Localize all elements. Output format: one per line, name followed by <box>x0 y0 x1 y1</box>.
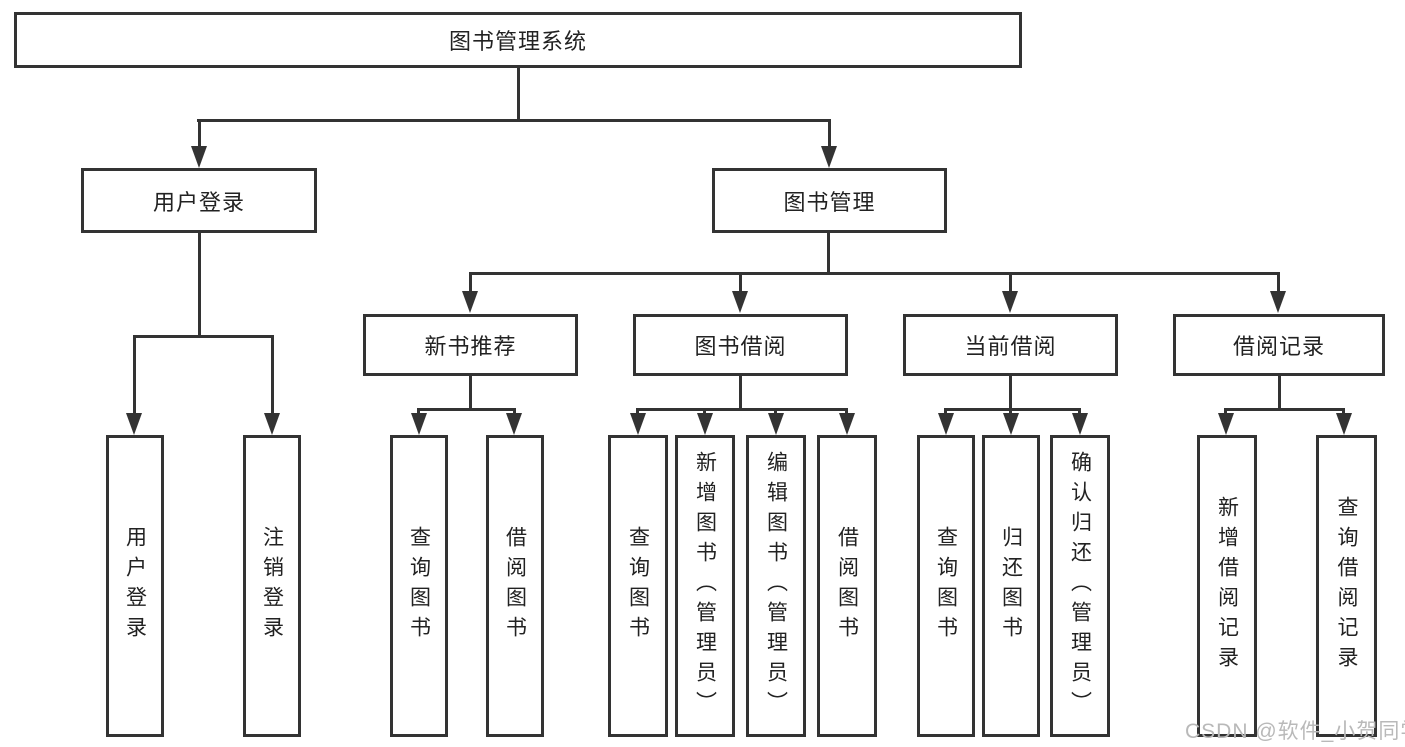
leaf-edit-books-admin: 编辑图书（管理员） <box>746 435 806 737</box>
arrow-down-icon <box>821 146 837 168</box>
connector-line <box>417 408 516 411</box>
arrow-down-icon <box>264 413 280 435</box>
connector-line <box>1224 408 1345 411</box>
connector-line <box>739 272 742 296</box>
connector-line <box>828 119 831 150</box>
connector-line <box>1278 376 1281 408</box>
arrow-down-icon <box>506 413 522 435</box>
arrow-down-icon <box>732 291 748 313</box>
arrow-down-icon <box>839 413 855 435</box>
leaf-query-books-current: 查询图书 <box>917 435 975 737</box>
leaf-confirm-return-admin-label: 确认归还（管理员） <box>1068 451 1092 721</box>
leaf-borrow-books-newbooks-label: 借阅图书 <box>503 526 527 646</box>
leaf-query-borrow-record-label: 查询借阅记录 <box>1335 496 1358 676</box>
connector-line <box>198 119 201 150</box>
connector-line <box>197 119 829 122</box>
arrow-down-icon <box>191 146 207 168</box>
arrow-down-icon <box>630 413 646 435</box>
connector-line <box>1009 272 1012 296</box>
connector-line <box>469 376 472 408</box>
connector-line <box>469 272 472 296</box>
node-user-login: 用户登录 <box>81 168 317 233</box>
watermark: CSDN @软件_小贺同学 <box>1185 720 1405 743</box>
connector-line <box>1009 376 1012 408</box>
connector-line <box>517 68 520 119</box>
node-root-label: 图书管理系统 <box>448 29 587 54</box>
arrow-down-icon <box>1002 291 1018 313</box>
leaf-query-books-borrowing: 查询图书 <box>608 435 668 737</box>
connector-line <box>133 335 274 338</box>
leaf-user-login: 用户登录 <box>106 435 164 737</box>
connector-line <box>198 233 201 335</box>
leaf-user-login-label: 用户登录 <box>123 526 147 646</box>
leaf-return-books-label: 归还图书 <box>999 526 1023 646</box>
leaf-query-books-newbooks: 查询图书 <box>390 435 448 737</box>
node-root: 图书管理系统 <box>14 12 1022 68</box>
node-new-books-label: 新书推荐 <box>424 334 517 359</box>
connector-line <box>636 408 848 411</box>
arrow-down-icon <box>938 413 954 435</box>
connector-line <box>271 335 274 417</box>
arrow-down-icon <box>126 413 142 435</box>
node-borrowing-records-label: 借阅记录 <box>1232 334 1325 359</box>
connector-line <box>944 408 1081 411</box>
connector-line <box>739 376 742 408</box>
node-current-borrowing-label: 当前借阅 <box>964 334 1057 359</box>
leaf-confirm-return-admin: 确认归还（管理员） <box>1050 435 1110 737</box>
node-book-management-label: 图书管理 <box>783 189 876 215</box>
leaf-query-borrow-record: 查询借阅记录 <box>1316 435 1377 737</box>
node-book-management: 图书管理 <box>712 168 947 233</box>
node-new-books: 新书推荐 <box>363 314 578 376</box>
leaf-borrow-books-borrowing: 借阅图书 <box>817 435 877 737</box>
leaf-add-books-admin-label: 新增图书（管理员） <box>693 451 717 721</box>
arrow-down-icon <box>697 413 713 435</box>
node-borrowing-records: 借阅记录 <box>1173 314 1385 376</box>
leaf-query-books-current-label: 查询图书 <box>934 526 958 646</box>
leaf-borrow-books-borrowing-label: 借阅图书 <box>835 526 859 646</box>
arrow-down-icon <box>1003 413 1019 435</box>
arrow-down-icon <box>462 291 478 313</box>
connector-line <box>1277 272 1280 296</box>
node-book-borrowing-label: 图书借阅 <box>694 334 787 359</box>
node-user-login-label: 用户登录 <box>152 189 245 215</box>
leaf-query-books-borrowing-label: 查询图书 <box>626 526 650 646</box>
arrow-down-icon <box>1270 291 1286 313</box>
leaf-logout-label: 注销登录 <box>260 526 284 646</box>
arrow-down-icon <box>1072 413 1088 435</box>
leaf-add-borrow-record-label: 新增借阅记录 <box>1215 496 1239 676</box>
leaf-return-books: 归还图书 <box>982 435 1040 737</box>
arrow-down-icon <box>1218 413 1234 435</box>
node-book-borrowing: 图书借阅 <box>633 314 848 376</box>
leaf-query-books-newbooks-label: 查询图书 <box>407 526 431 646</box>
leaf-add-books-admin: 新增图书（管理员） <box>675 435 735 737</box>
leaf-edit-books-admin-label: 编辑图书（管理员） <box>764 451 788 721</box>
node-current-borrowing: 当前借阅 <box>903 314 1118 376</box>
arrow-down-icon <box>411 413 427 435</box>
arrow-down-icon <box>1336 413 1352 435</box>
connector-line <box>827 233 830 272</box>
leaf-borrow-books-newbooks: 借阅图书 <box>486 435 544 737</box>
leaf-add-borrow-record: 新增借阅记录 <box>1197 435 1257 737</box>
connector-line <box>133 335 136 417</box>
arrow-down-icon <box>768 413 784 435</box>
connector-line <box>469 272 1280 275</box>
leaf-logout: 注销登录 <box>243 435 301 737</box>
